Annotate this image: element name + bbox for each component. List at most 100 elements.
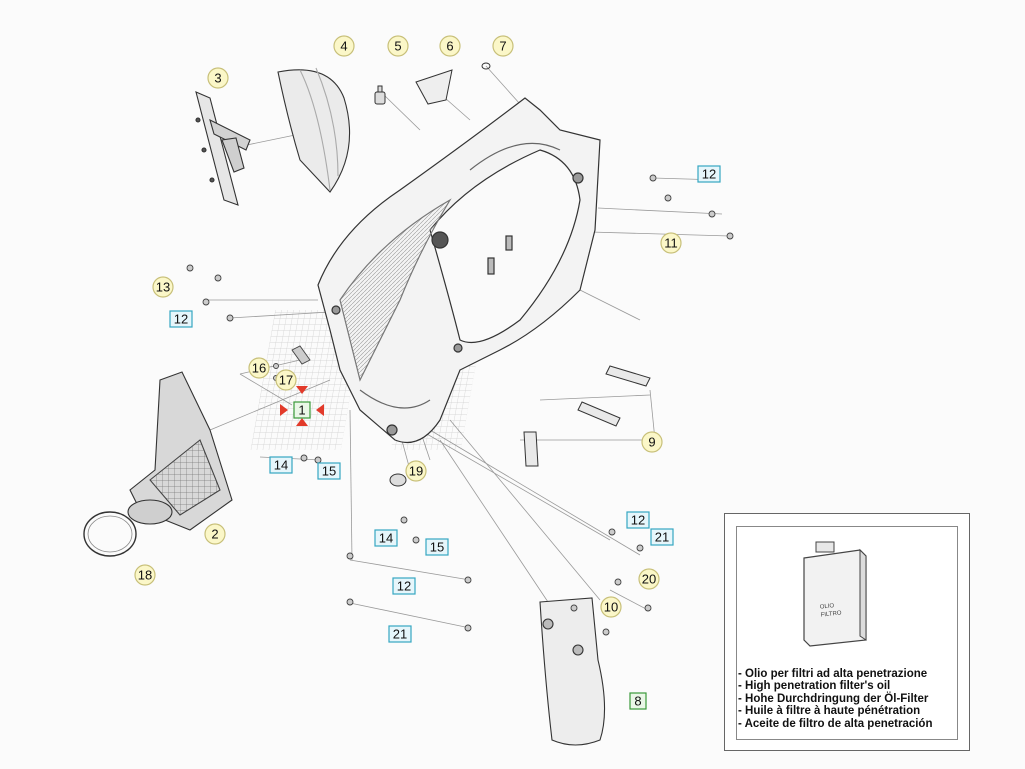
callout-marker — [248, 357, 270, 379]
callout-marker — [293, 401, 311, 419]
callout-marker — [374, 529, 398, 547]
callout-number: 15 — [430, 540, 444, 555]
callout-number: 12 — [397, 579, 411, 594]
callout-number: 12 — [174, 312, 188, 327]
legend-line-it: - Olio per filtri ad alta penetrazione — [738, 668, 928, 680]
callout-number: 4 — [340, 39, 347, 54]
callout-marker — [275, 369, 297, 391]
callout-marker — [600, 596, 622, 618]
callout-number: 1 — [298, 403, 305, 418]
oil-legend-inner-frame — [736, 526, 958, 740]
callout-number: 13 — [156, 280, 170, 295]
callout-c1: 1 — [293, 401, 311, 419]
callout-marker — [660, 232, 682, 254]
callout-marker — [204, 523, 226, 545]
callout-c15b: 15 — [425, 538, 449, 556]
callout-number: 8 — [634, 694, 641, 709]
callout-c21b: 21 — [388, 625, 412, 643]
callout-c13: 13 — [152, 276, 174, 298]
legend-line-es: - Aceite de filtro de alta penetración — [738, 717, 933, 730]
callout-number: 21 — [393, 627, 407, 642]
callout-number: 14 — [379, 531, 393, 546]
part-3-bracket — [195, 91, 251, 206]
callout-c10: 10 — [600, 596, 622, 618]
callout-c7: 7 — [492, 35, 514, 57]
callout-marker — [169, 310, 193, 328]
callout-marker — [152, 276, 174, 298]
callout-c17: 17 — [275, 369, 297, 391]
callout-number: 16 — [252, 361, 266, 376]
callout-c9: 9 — [641, 431, 663, 453]
callout-number: 6 — [446, 39, 453, 54]
callout-c14a: 14 — [269, 456, 293, 474]
part-7-ring — [481, 62, 491, 70]
legend-line-de: - Hohe Durchdringung der Öl-Filter — [738, 692, 929, 705]
callout-marker — [697, 165, 721, 183]
part-2-intake-boot — [127, 371, 233, 531]
callout-c19: 19 — [405, 460, 427, 482]
callout-number: 19 — [409, 464, 423, 479]
position-marker — [280, 386, 324, 426]
callout-c12d: 12 — [392, 577, 416, 595]
callout-marker — [641, 431, 663, 453]
callout-c4: 4 — [333, 35, 355, 57]
part-8-guard — [539, 597, 606, 746]
callout-c2: 2 — [204, 523, 226, 545]
hardware-bits — [186, 174, 734, 636]
callout-marker — [392, 577, 416, 595]
callout-c12b: 12 — [169, 310, 193, 328]
callout-marker — [405, 460, 427, 482]
callout-number: 2 — [211, 527, 218, 542]
callout-number: 3 — [214, 71, 221, 86]
callout-number: 5 — [394, 39, 401, 54]
callout-marker — [388, 625, 412, 643]
callout-marker — [134, 564, 156, 586]
legend-line-en: - High penetration filter's oil — [738, 680, 891, 693]
callout-number: 17 — [279, 373, 293, 388]
legend-line-fr: - Huile à filtre à haute pénétration — [738, 705, 921, 718]
callout-number: 14 — [274, 458, 288, 473]
callout-marker — [439, 35, 461, 57]
callout-marker — [629, 692, 647, 710]
callout-number: 7 — [499, 39, 506, 54]
callout-c11: 11 — [660, 232, 682, 254]
callout-c6: 6 — [439, 35, 461, 57]
callout-number: 12 — [631, 513, 645, 528]
callout-marker — [387, 35, 409, 57]
callout-number: 12 — [702, 167, 716, 182]
oil-can-label: OLIOFILTRO — [820, 602, 843, 618]
callout-c5: 5 — [387, 35, 409, 57]
callout-marker — [207, 67, 229, 89]
callout-number: 15 — [322, 464, 336, 479]
callout-c8: 8 — [629, 692, 647, 710]
part-18-clamp — [83, 511, 137, 557]
callout-marker — [492, 35, 514, 57]
oil-can-icon: OLIOFILTRO — [803, 541, 867, 647]
callout-number: 21 — [655, 530, 669, 545]
callout-c12c: 12 — [626, 511, 650, 529]
callout-c20: 20 — [638, 568, 660, 590]
part-19-cap — [389, 473, 407, 487]
callout-marker — [333, 35, 355, 57]
callout-c16: 16 — [248, 357, 270, 379]
callout-c18: 18 — [134, 564, 156, 586]
callout-marker — [638, 568, 660, 590]
callout-c12a: 12 — [697, 165, 721, 183]
callout-number: 10 — [604, 600, 618, 615]
part-1-airbox — [317, 97, 601, 444]
part-4-cover — [277, 67, 351, 193]
callout-marker — [425, 538, 449, 556]
callout-marker — [269, 456, 293, 474]
callout-marker — [317, 462, 341, 480]
callout-number: 9 — [648, 435, 655, 450]
callout-marker — [650, 528, 674, 546]
callout-number: 18 — [138, 568, 152, 583]
callout-c3: 3 — [207, 67, 229, 89]
callout-marker — [626, 511, 650, 529]
callout-c21a: 21 — [650, 528, 674, 546]
part-6-clip — [415, 69, 453, 105]
callout-c15a: 15 — [317, 462, 341, 480]
oil-legend-text: - Olio per filtri ad alta penetrazione -… — [738, 668, 963, 730]
